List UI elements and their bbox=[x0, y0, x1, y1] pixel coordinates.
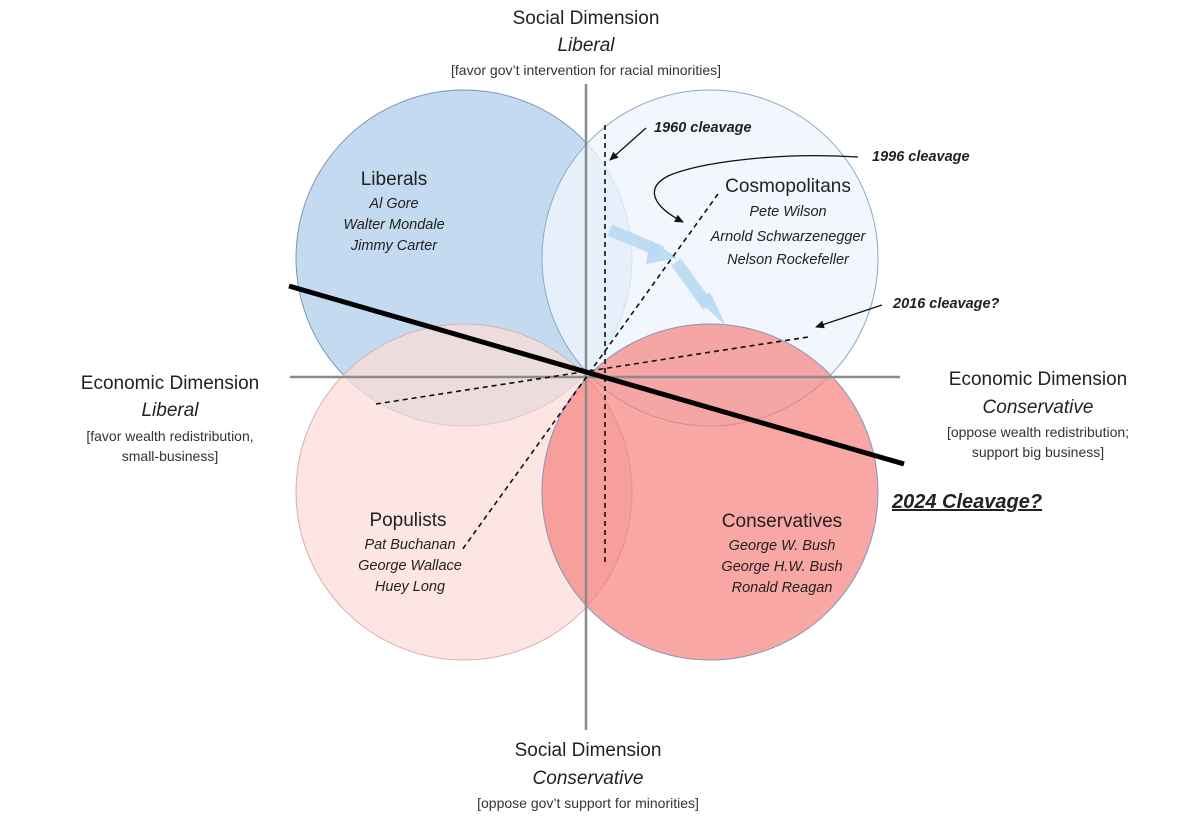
top-axis-title: Social Dimension bbox=[513, 8, 660, 29]
cleavage-2024-line bbox=[288, 283, 905, 467]
conservatives-circle bbox=[541, 323, 879, 661]
cosmopolitans-member: Nelson Rockefeller bbox=[727, 252, 850, 268]
bottom-axis-sub: Conservative bbox=[533, 768, 644, 789]
pointer-1996 bbox=[653, 155, 859, 223]
populists-member: George Wallace bbox=[358, 558, 462, 574]
cosmopolitans-label: Cosmopolitans bbox=[725, 176, 851, 197]
conservatives-member: Ronald Reagan bbox=[732, 580, 833, 596]
left-axis-title: Economic Dimension bbox=[81, 373, 259, 394]
right-axis-note-2: support big business] bbox=[972, 444, 1104, 460]
liberals-label: Liberals bbox=[361, 169, 428, 190]
bottom-axis-title: Social Dimension bbox=[515, 740, 662, 761]
cleavage-2016-label: 2016 cleavage? bbox=[892, 296, 1000, 312]
left-axis-note-2: small-business] bbox=[122, 448, 218, 464]
right-axis-note-1: [oppose wealth redistribution; bbox=[947, 424, 1129, 440]
right-axis-title: Economic Dimension bbox=[949, 369, 1127, 390]
top-axis-sub: Liberal bbox=[557, 35, 615, 56]
conservatives-member: George H.W. Bush bbox=[721, 559, 842, 575]
populists-label: Populists bbox=[369, 510, 446, 531]
cosmopolitans-member: Arnold Schwarzenegger bbox=[710, 229, 867, 245]
shift-arrow-2-head bbox=[698, 292, 726, 326]
liberals-member: Jimmy Carter bbox=[350, 238, 438, 254]
cleavage-2024-label: 2024 Cleavage? bbox=[891, 491, 1042, 513]
liberals-member: Walter Mondale bbox=[343, 217, 444, 233]
pointer-1960 bbox=[609, 127, 647, 161]
conservatives-member: George W. Bush bbox=[729, 538, 836, 554]
cleavage-1996-label: 1996 cleavage bbox=[872, 149, 970, 165]
liberals-member: Al Gore bbox=[368, 196, 418, 212]
conservatives-label: Conservatives bbox=[722, 511, 842, 532]
pointer-2016 bbox=[815, 304, 883, 329]
left-axis-note-1: [favor wealth redistribution, bbox=[86, 428, 253, 444]
top-axis-note: [favor gov’t intervention for racial min… bbox=[451, 62, 721, 78]
shift-arrow-1-head bbox=[646, 240, 678, 264]
left-axis-sub: Liberal bbox=[141, 400, 199, 421]
right-axis-sub: Conservative bbox=[983, 397, 1094, 418]
bottom-axis-note: [oppose gov’t support for minorities] bbox=[477, 795, 699, 811]
populists-member: Huey Long bbox=[375, 579, 445, 595]
populists-member: Pat Buchanan bbox=[364, 537, 455, 553]
cleavage-1960-label: 1960 cleavage bbox=[654, 120, 752, 136]
cleavage-2016-line bbox=[375, 336, 809, 405]
cosmopolitans-member: Pete Wilson bbox=[749, 204, 826, 220]
